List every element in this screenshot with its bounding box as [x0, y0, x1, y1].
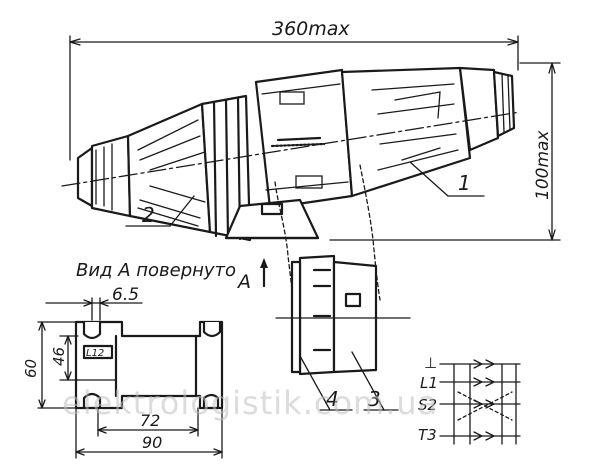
- overall-height-dimension: 100max: [329, 62, 561, 241]
- outer-height-label: 60: [22, 359, 40, 378]
- watermark-text: elektrologistik.com.ua: [62, 384, 438, 422]
- part-1-label: 1: [458, 171, 471, 195]
- inner-height-label: 46: [50, 347, 68, 366]
- gap-dimension-label: 6.5: [112, 285, 139, 305]
- view-a-caption: Вид А повернуто: [76, 260, 236, 281]
- inner-span-label: 72: [140, 411, 160, 430]
- part-callouts: 1 2 3 4: [125, 161, 485, 411]
- overall-length-label: 360max: [272, 18, 350, 40]
- part-4-label: 4: [326, 387, 339, 411]
- contact-l1-label: L1: [420, 374, 438, 392]
- outer-span-label: 90: [142, 433, 162, 452]
- contact-t3-label: T3: [418, 426, 437, 444]
- overall-height-label: 100max: [533, 130, 553, 200]
- connector-assembly: [61, 66, 521, 309]
- section-arrow-a: A: [236, 258, 268, 293]
- protective-cap: [275, 254, 411, 376]
- overall-length-dimension: 360max: [69, 18, 519, 161]
- arrow-a-label: A: [236, 271, 251, 293]
- seal-label: L12: [86, 348, 104, 359]
- contact-s2-label: S2: [418, 396, 437, 414]
- view-a-detail: 6.5 L12 60 46 72 90: [22, 285, 224, 459]
- contact-diagram: ⊥ L1 S2 T3: [418, 354, 521, 445]
- part-2-label: 2: [142, 203, 155, 227]
- contact-ground-label: ⊥: [424, 354, 437, 372]
- part-3-label: 3: [368, 387, 381, 411]
